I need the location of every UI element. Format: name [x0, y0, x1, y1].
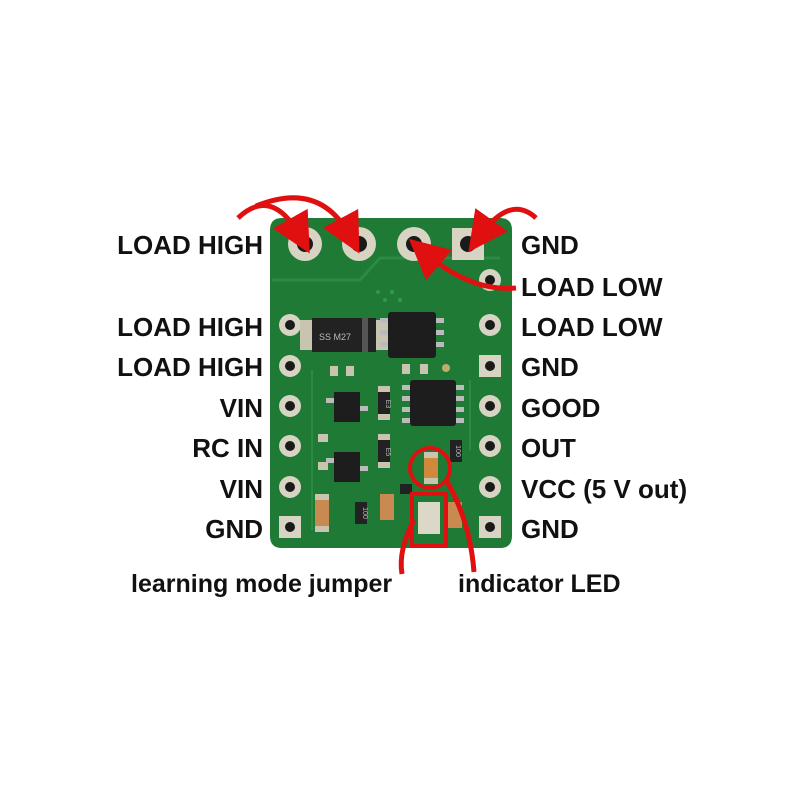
pin-label-load-high-3: LOAD HIGH	[117, 352, 263, 382]
pin-label-load-high-2: LOAD HIGH	[117, 312, 263, 342]
caption-indicator-led: indicator LED	[458, 570, 621, 598]
pin-label-vin-1: VIN	[219, 393, 263, 423]
led-highlight-circle	[408, 446, 452, 490]
pin-label-load-high-top: LOAD HIGH	[117, 230, 263, 260]
part-a-marking: E3	[384, 400, 391, 409]
pin-label-load-low-2: LOAD LOW	[521, 312, 663, 342]
pin-label-load-low-1: LOAD LOW	[521, 272, 663, 302]
arrow-gnd	[468, 206, 538, 253]
pin-label-gnd-left: GND	[205, 514, 263, 544]
diode-marking: SS M27	[319, 332, 351, 342]
pin-label-vcc: VCC (5 V out)	[521, 474, 688, 504]
components: SS M27 E3 E5	[300, 290, 464, 534]
arrow-load-low	[408, 238, 517, 291]
pin-label-gnd-2: GND	[521, 352, 579, 382]
pin-label-good: GOOD	[521, 393, 601, 423]
part-b-marking: E5	[384, 448, 391, 457]
microcontroller	[410, 380, 456, 426]
pin-label-out: OUT	[521, 433, 576, 463]
part-c-marking: 100	[361, 507, 368, 519]
arrow-load-high-2	[255, 195, 360, 254]
pin-label-gnd-top: GND	[521, 230, 579, 260]
annotations	[236, 195, 538, 575]
pin-label-vin-2: VIN	[219, 474, 263, 504]
mosfet	[388, 312, 436, 358]
caption-learning-mode-jumper: learning mode jumper	[131, 570, 393, 598]
jumper-callout-line	[398, 518, 417, 575]
led-callout-line	[443, 478, 477, 573]
left-pins	[279, 314, 301, 538]
indicator-led-component	[424, 458, 438, 478]
pin-label-gnd-bottom: GND	[521, 514, 579, 544]
pin-label-rc-in: RC IN	[192, 433, 263, 463]
part-d-marking: 100	[454, 445, 461, 457]
arrow-load-high-1	[236, 203, 310, 254]
